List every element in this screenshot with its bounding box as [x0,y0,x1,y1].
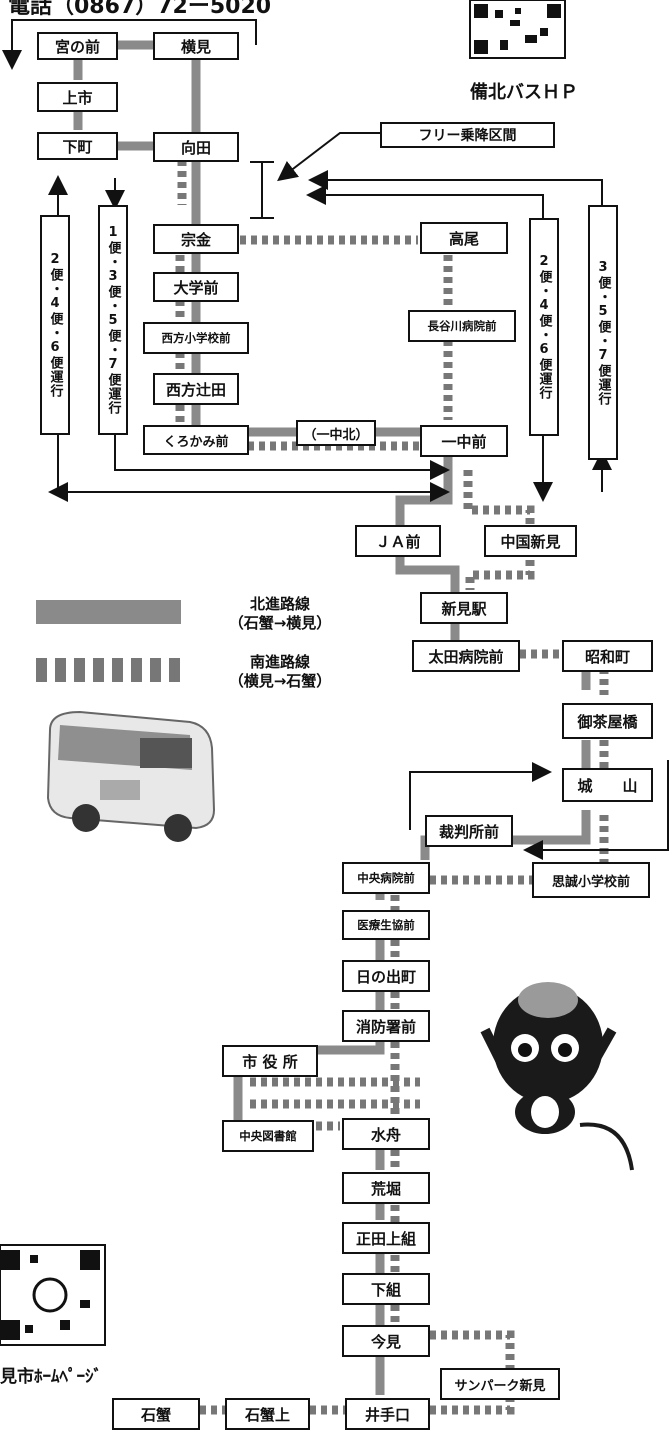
stop-kurokami: くろかみ前 [143,425,249,455]
qr-code-bihoku [469,0,566,59]
legend-south-range: （横見→石蟹） [228,672,332,690]
stop-joyama: 城 山 [562,768,653,802]
phone-number: 電話（0867）72ー5020 [8,0,272,19]
stop-fire-station: 消防署前 [342,1010,430,1042]
stop-arabori: 荒堀 [342,1172,430,1204]
stop-imami: 今見 [342,1325,430,1357]
legend-north-title: 北進路線 [249,595,310,613]
bus-illustration [46,710,216,842]
stop-iryo-seikyo: 医療生協前 [342,910,430,940]
stop-ichumae: 一中前 [420,425,508,457]
stop-chugoku-niimi: 中国新見 [484,525,577,557]
stop-ja-mae: ＪＡ前 [355,525,441,557]
stop-ochayabashi: 御茶屋橋 [562,703,653,739]
legend-north-range: （石蟹→横見） [228,614,332,632]
service-note-mid: 1便・3便・5便・7便運行 [98,205,128,435]
stop-mukaida: 向田 [153,132,239,162]
stop-courthouse: 裁判所前 [425,815,513,847]
stop-nishikata-tsujita: 西方辻田 [153,373,239,405]
stop-nishikata-elementary: 西方小学校前 [143,322,249,354]
service-note-right1: 2便・4便・6便運行 [529,218,559,436]
stop-ichu-kita: （一中北） [296,420,376,446]
stop-shisei-elementary: 思誠小学校前 [532,862,650,898]
qr-code-city [0,1244,106,1346]
north-route-line [73,40,591,1395]
bihoku-bus-hp-label: 備北バスＨＰ [470,82,578,103]
service-note-left: 2便・4便・6便運行 [40,215,70,435]
free-boarding-zone-label: フリー乗降区間 [380,122,555,148]
stop-kamiichi: 上市 [37,82,118,112]
stop-munekane: 宗金 [153,224,239,254]
stop-ishigane-kami: 石蟹上 [225,1398,310,1430]
stop-daigakumae: 大学前 [153,272,239,302]
city-homepage-label: 見市ﾎｰﾑﾍﾟｰｼﾞ [0,1367,102,1387]
legend-north-swatch [36,600,181,624]
legend-south: 南進路線 （横見→石蟹） [215,653,345,691]
stop-hasegawa-hospital: 長谷川病院前 [408,310,516,342]
stop-central-library: 中央図書館 [222,1120,314,1152]
legend-south-title: 南進路線 [249,653,310,671]
mascot-illustration [480,982,634,1171]
stop-showa-cho: 昭和町 [562,640,653,672]
stop-shimomachi: 下町 [37,132,118,160]
south-route-line [175,160,609,1415]
stop-ishigane: 石蟹 [112,1398,200,1430]
stop-miyanomae: 宮の前 [37,32,118,60]
legend-south-swatch [36,658,180,682]
direction-arrows [2,19,669,860]
stop-takao: 高尾 [420,222,508,254]
stop-ota-hospital: 太田病院前 [412,640,520,672]
stop-idoguchi: 井手口 [345,1398,430,1430]
stop-shimogumi: 下組 [342,1273,430,1305]
stop-hinode-cho: 日の出町 [342,960,430,992]
stop-sunpark-niimi: サンパーク新見 [440,1368,560,1400]
stop-city-hall: 市 役 所 [222,1045,318,1077]
stop-mizufune: 水舟 [342,1118,430,1150]
stop-chuo-hospital: 中央病院前 [342,862,430,894]
stop-yokomi: 横見 [153,32,239,60]
service-note-right2: 3便・5便・7便運行 [588,205,618,460]
stop-niimi-station: 新見駅 [420,592,508,624]
stop-shoda-kamigumi: 正田上組 [342,1222,430,1254]
legend-north: 北進路線 （石蟹→横見） [215,595,345,633]
